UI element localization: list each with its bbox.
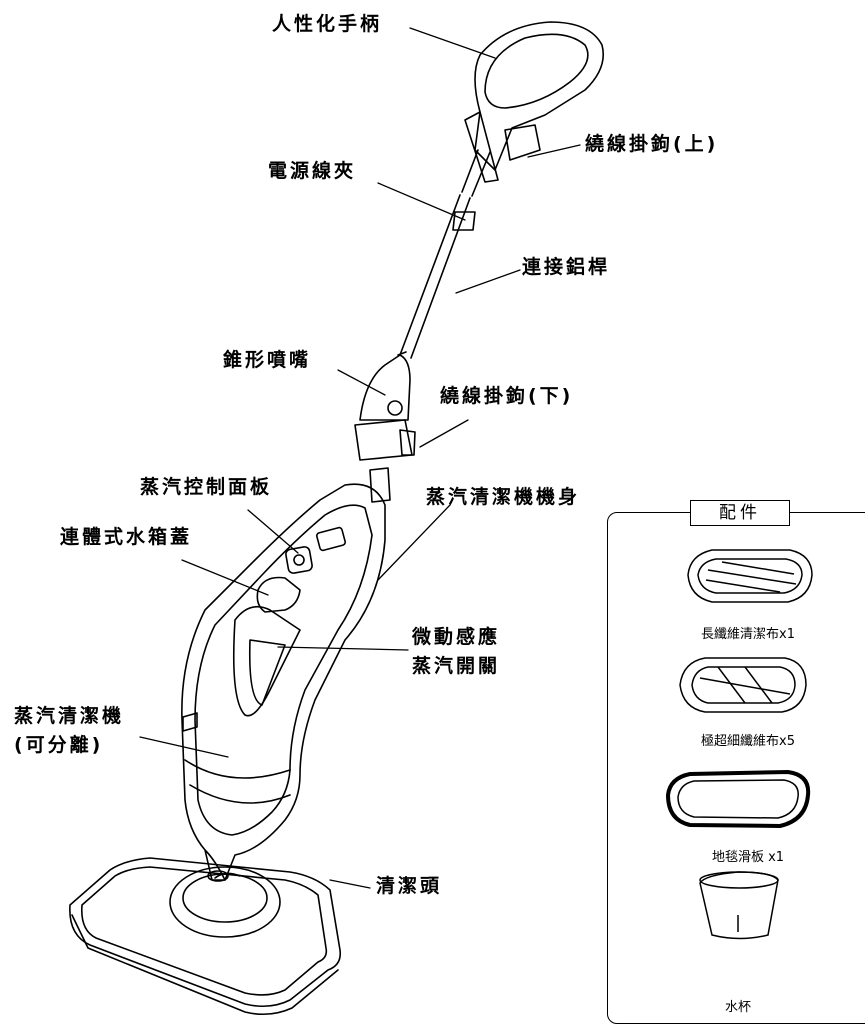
label-cord-hook-upper: 繞線掛鉤(上) — [585, 133, 719, 155]
label-handle: 人性化手柄 — [272, 13, 383, 35]
cleaner-body-drawing — [181, 483, 386, 882]
label-aluminum-rod: 連接鋁桿 — [522, 256, 611, 278]
leader-lines — [139, 27, 581, 889]
accessory-label-water-cup: 水杯 — [724, 1000, 751, 1015]
handle-drawing — [464, 21, 604, 183]
cleaning-head-drawing — [69, 857, 342, 1016]
nozzle-drawing — [354, 351, 416, 503]
label-cleaner-body: 蒸汽清潔機機身 — [426, 486, 581, 508]
accessories-panel — [607, 512, 865, 1024]
label-cleaner-detachable-line1: 蒸汽清潔機 — [14, 705, 125, 727]
label-cord-hook-lower: 繞線掛鉤(下) — [440, 385, 574, 407]
accessory-drawings — [665, 549, 813, 940]
label-cord-clip: 電源線夾 — [268, 160, 357, 182]
label-cone-nozzle: 錐形噴嘴 — [223, 349, 312, 371]
water-cup-drawing — [699, 871, 779, 940]
label-cleaner-detachable-line2: (可分離) — [14, 734, 104, 756]
long-fiber-cloth-drawing — [687, 549, 813, 603]
rod-drawing — [399, 149, 491, 359]
label-tank-cap: 連體式水箱蓋 — [60, 526, 193, 548]
label-cleaning-head: 清潔頭 — [376, 875, 443, 897]
label-micro-switch-line1: 微動感應 — [412, 626, 501, 648]
microfiber-cloth-drawing — [679, 657, 807, 713]
accessories-title: 配件 — [690, 500, 790, 526]
label-steam-panel: 蒸汽控制面板 — [140, 476, 273, 498]
accessory-label-microfiber-cloth: 極超細纖維布x5 — [701, 734, 795, 749]
carpet-glider-drawing — [665, 769, 811, 829]
label-micro-switch-line2: 蒸汽開關 — [412, 655, 501, 677]
accessory-label-long-fiber-cloth: 長纖維清潔布x1 — [701, 627, 795, 642]
accessory-label-carpet-glider: 地毯滑板 x1 — [711, 850, 785, 865]
